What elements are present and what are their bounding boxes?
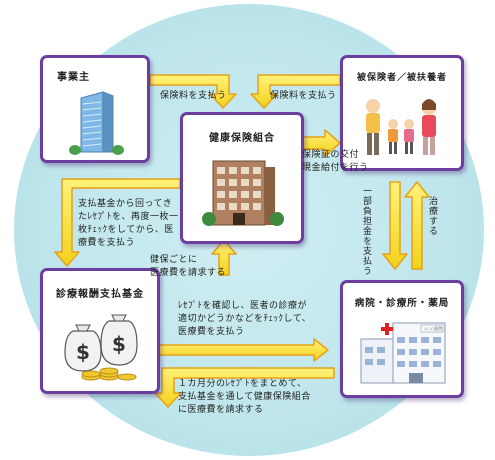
label-hospital-to-fund-line-1: １カ月分のﾚｾﾌﾟﾄをまとめて、: [178, 379, 307, 389]
node-hospital: 病院・診療所・薬局 ○○○医院: [340, 280, 464, 398]
label-employer-to-union: 保険料を支払う: [160, 91, 227, 101]
label-hospital-to-insured: 治療する: [427, 196, 437, 236]
label-fund-to-hospital-line-1: ﾚｾﾌﾟﾄを確認し、医者の診療が: [178, 301, 308, 311]
label-union-to-fund: 健保ごとに 医療費を請求する: [150, 254, 226, 280]
family-icon: [366, 99, 436, 155]
node-insured-label: 被保険者／被扶養者: [356, 73, 447, 83]
label-union-to-insured-line-1: 保険証の交付: [302, 150, 360, 160]
arrow-hospital-to-fund: [154, 367, 335, 408]
label-fund-to-hospital-line-2: 適切かどうかなどをﾁｪｯｸして、: [178, 314, 312, 324]
node-employer-label: 事業主: [57, 72, 90, 83]
office-building-icon: [69, 91, 124, 155]
svg-text:$: $: [76, 340, 90, 364]
arrow-fund-to-union: [211, 239, 237, 276]
label-union-to-insured: 保険証の交付 現金給付を行う: [302, 149, 369, 175]
label-fund-to-union: 支払基金から回ってき たﾚｾﾌﾟﾄを、再度一枚一 枚ﾁｪｯｸをしてから、医 療費…: [78, 198, 179, 250]
label-fund-to-union-line-1: 支払基金から回ってき: [78, 199, 173, 209]
label-hospital-to-fund-line-2: 支払基金を通して健康保険組合: [178, 392, 311, 402]
node-payment-fund: 診療報酬支払基金 $ $: [40, 268, 160, 394]
label-hospital-to-fund-line-3: に医療費を請求する: [178, 405, 264, 415]
arrow-hospital-to-insured: [404, 181, 430, 270]
money-bags-icon: $ $: [64, 314, 138, 381]
node-employer: 事業主: [40, 55, 150, 163]
label-fund-to-hospital-line-3: 医療費を支払う: [178, 327, 245, 337]
arrow-union-to-insured: [302, 129, 341, 157]
node-health-insurance-union: 健康保険組合: [180, 112, 304, 244]
label-union-to-fund-line-1: 健保ごとに: [150, 255, 198, 265]
union-building-icon: [202, 160, 284, 226]
label-insured-to-hospital: 一部負担金を支払う: [361, 186, 371, 276]
label-hospital-to-fund: １カ月分のﾚｾﾌﾟﾄをまとめて、 支払基金を通して健康保険組合 に医療費を請求す…: [178, 378, 311, 417]
arrow-employer-to-union: [149, 74, 237, 109]
hospital-sign: ○○○医院: [423, 326, 443, 331]
label-union-to-insured-line-2: 現金給付を行う: [302, 163, 369, 173]
svg-text:$: $: [112, 332, 126, 356]
node-hospital-label: 病院・診療所・薬局: [354, 298, 450, 309]
label-fund-to-hospital: ﾚｾﾌﾟﾄを確認し、医者の診療が 適切かどうかなどをﾁｪｯｸして、 医療費を支払…: [178, 300, 311, 339]
arrow-insured-to-union: [250, 74, 341, 109]
label-fund-to-union-line-3: 枚ﾁｪｯｸをしてから、医: [78, 225, 174, 235]
label-insured-to-union: 保険料を支払う: [270, 91, 337, 101]
node-fund-label: 診療報酬支払基金: [56, 289, 144, 300]
label-fund-to-union-line-2: たﾚｾﾌﾟﾄを、再度一枚一: [78, 212, 179, 222]
arrow-union-to-fund: [54, 178, 181, 267]
label-fund-to-union-line-4: 療費を支払う: [78, 238, 136, 248]
node-insured: 被保険者／被扶養者: [340, 55, 464, 171]
hospital-building-icon: [360, 322, 446, 384]
arrow-fund-to-hospital: [158, 338, 329, 362]
label-union-to-fund-line-2: 医療費を請求する: [150, 268, 227, 278]
arrow-insured-to-hospital: [382, 181, 408, 270]
node-union-label: 健康保険組合: [209, 133, 275, 144]
